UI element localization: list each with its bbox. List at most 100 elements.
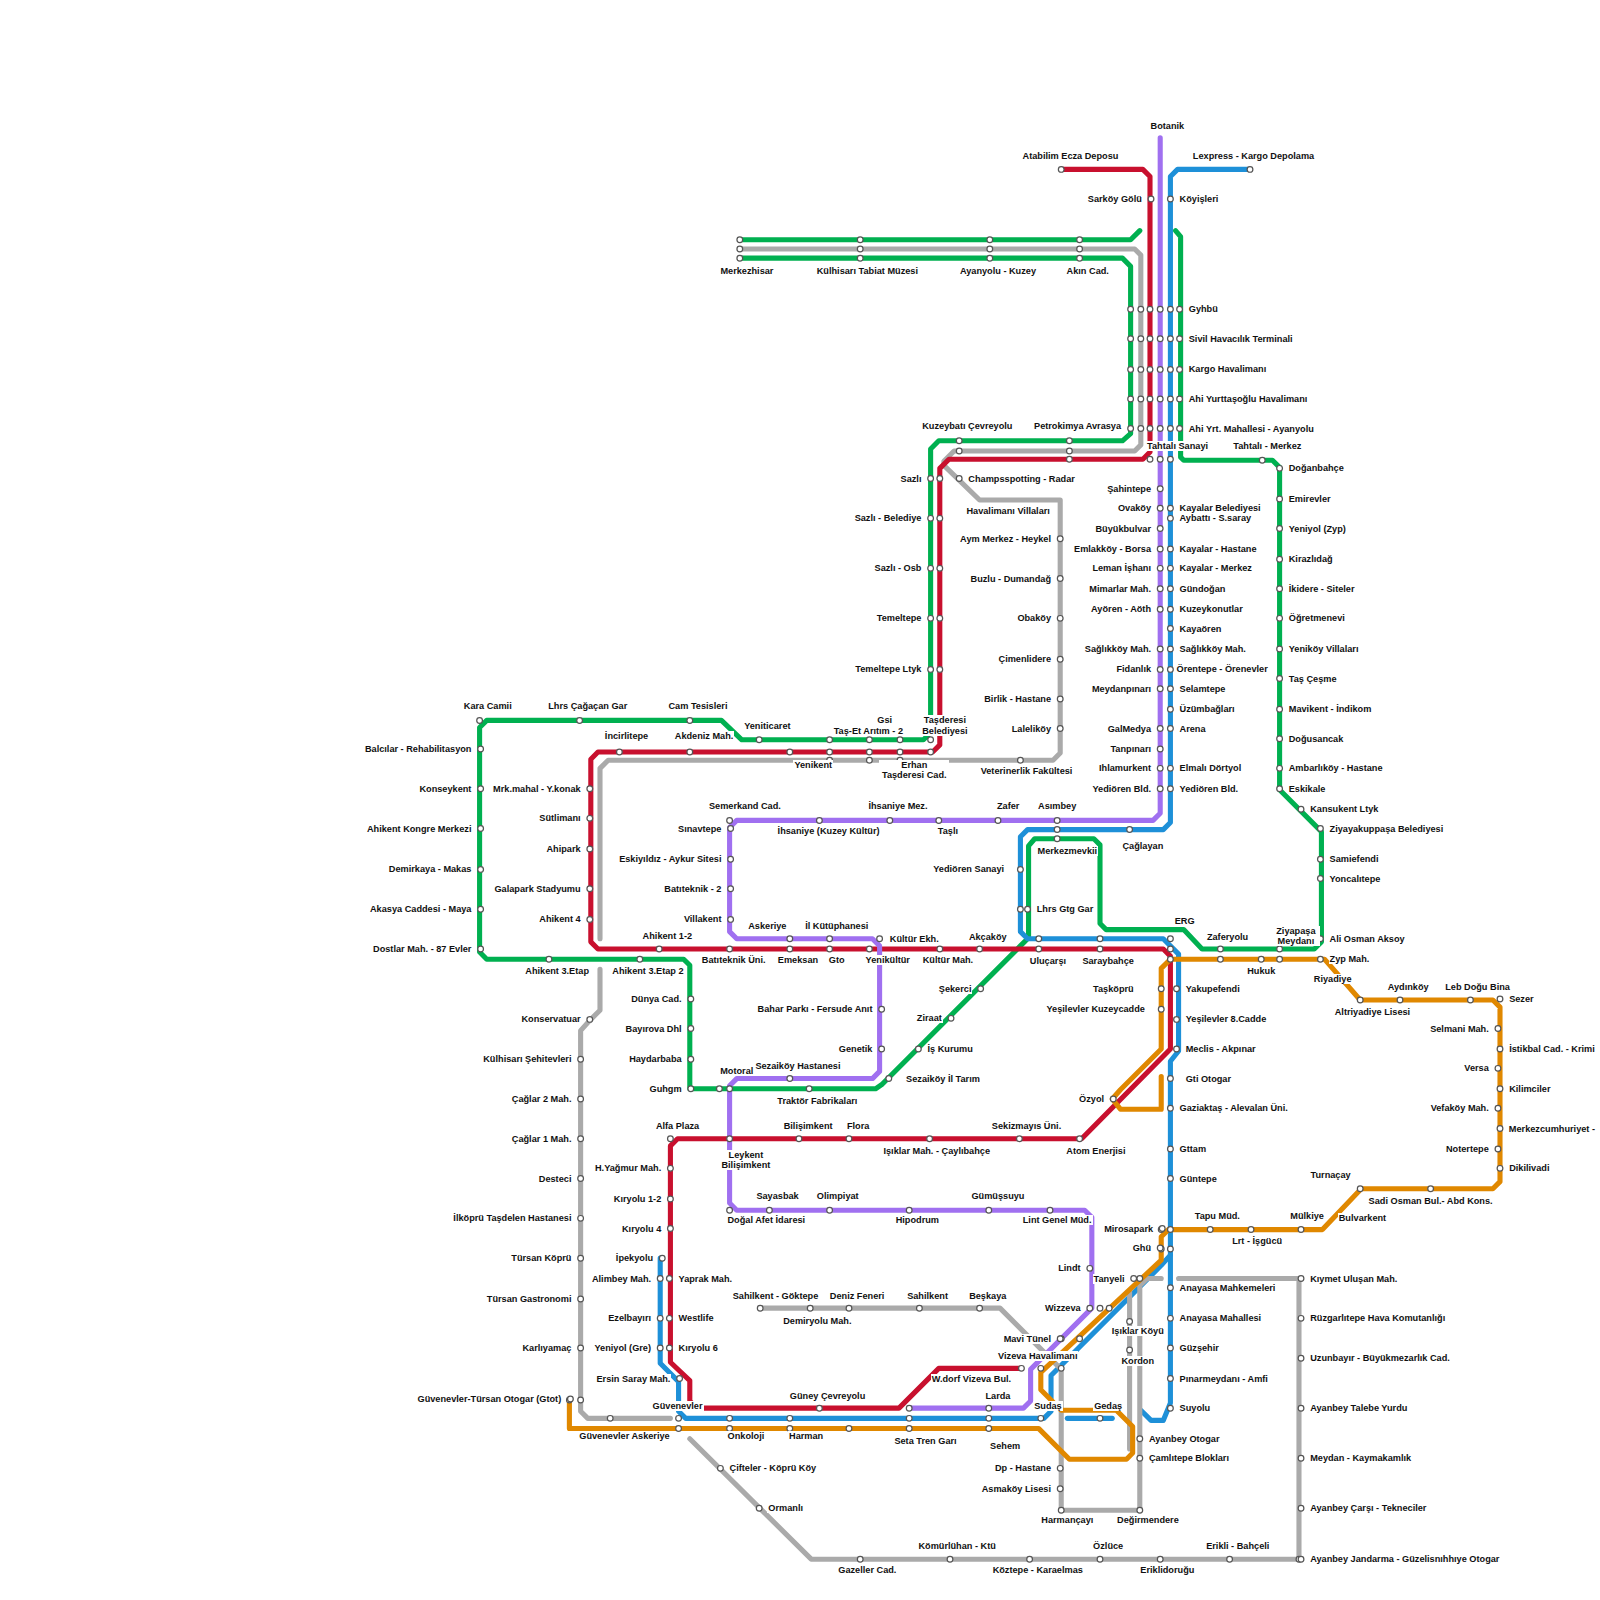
- station-dot: [1128, 426, 1134, 432]
- station-dot: [1497, 996, 1503, 1002]
- station-dot: [1177, 396, 1183, 402]
- station-dot: [587, 917, 593, 923]
- station-label: Olimpiyat: [816, 1191, 860, 1201]
- station-label: Kordon: [1120, 1356, 1155, 1366]
- station-label: Ihlamurkent: [1098, 763, 1152, 773]
- station-label: Yediören Bld.: [1179, 784, 1240, 794]
- station-dot: [1157, 667, 1163, 673]
- station-label: Onkoloji: [727, 1431, 766, 1441]
- station-label: W.dorf Vizeva Bul.: [931, 1374, 1012, 1384]
- station-dot: [886, 1076, 892, 1082]
- station-label: Yenikent: [793, 760, 833, 770]
- station-label: Bilişimkent: [783, 1121, 834, 1131]
- station-dot: [478, 746, 484, 752]
- station-label: Askeriye: [747, 921, 787, 931]
- station-label: Örentepe - Örenevler: [1176, 664, 1269, 674]
- station-label: Aydınköy: [1387, 982, 1430, 992]
- station-label: Dp - Hastane: [994, 1463, 1052, 1473]
- station-dot: [1207, 1227, 1213, 1233]
- station-dot: [1058, 1366, 1064, 1372]
- station-label: Lindt: [1057, 1263, 1081, 1273]
- station-label: Emirevler: [1288, 494, 1332, 504]
- station-label: Ziyapaşa Meydanı: [1272, 926, 1320, 946]
- station-dot: [1138, 306, 1144, 312]
- station-dot: [1495, 1026, 1501, 1032]
- station-dot: [1277, 766, 1283, 772]
- station-label: Sayasbak: [755, 1191, 799, 1201]
- station-dot: [1017, 1136, 1023, 1142]
- station-dot: [928, 749, 934, 755]
- station-dot: [1168, 566, 1174, 572]
- station-dot: [928, 476, 934, 482]
- station-dot: [617, 749, 623, 755]
- station-dot: [1057, 726, 1063, 732]
- station-dot: [1018, 757, 1024, 763]
- station-dot: [928, 737, 934, 743]
- station-dot: [1138, 367, 1144, 373]
- station-dot: [937, 476, 943, 482]
- station-label: Dikilivadi: [1508, 1163, 1550, 1173]
- station-dot: [906, 1416, 912, 1422]
- station-dot: [1168, 1105, 1174, 1111]
- station-dot: [1157, 486, 1163, 492]
- station-label: Kültür Mah.: [922, 955, 974, 965]
- station-dot: [1027, 1556, 1033, 1562]
- station-label: Ormanlı: [767, 1503, 804, 1513]
- station-dot: [676, 1416, 682, 1422]
- station-dot: [846, 1305, 852, 1311]
- route-line: [660, 1255, 1170, 1418]
- station-label: Kültür Ekh.: [889, 934, 940, 944]
- station-label: Gsi: [876, 715, 893, 725]
- station-dot: [1298, 1316, 1304, 1322]
- station-label: Anayasa Mahkemeleri: [1179, 1283, 1277, 1293]
- station-dot: [1097, 1556, 1103, 1562]
- station-dot: [827, 936, 833, 942]
- station-dot: [1277, 956, 1283, 962]
- station-dot: [1054, 818, 1060, 824]
- station-dot: [1298, 1276, 1304, 1282]
- station-label: Mavi Tünel: [1003, 1334, 1052, 1344]
- station-dot: [1218, 946, 1224, 952]
- station-label: Kıryolu 6: [678, 1343, 719, 1353]
- station-dot: [1097, 1416, 1103, 1422]
- station-dot: [846, 1136, 852, 1142]
- station-label: Ziraat: [916, 1013, 943, 1023]
- station-dot: [1067, 456, 1073, 462]
- station-label: Akdeniz Mah.: [674, 731, 735, 741]
- station-dot: [1277, 496, 1283, 502]
- station-label: Güvenevler Askeriye: [578, 1431, 670, 1441]
- station-label: Taş-Et Arıtım - 2: [833, 726, 904, 736]
- station-label: Doğusancak: [1288, 734, 1345, 744]
- station-label: Lrt - İşgücü: [1231, 1236, 1283, 1246]
- station-dot: [578, 1255, 584, 1261]
- station-dot: [546, 956, 552, 962]
- station-dot: [1168, 936, 1174, 942]
- station-label: Merkezcumhuriyet -: [1508, 1124, 1596, 1134]
- station-label: Flora: [846, 1121, 870, 1131]
- station-dot: [1168, 766, 1174, 772]
- station-dot: [727, 946, 733, 952]
- station-label: Sezaiköy Hastanesi: [754, 1061, 841, 1071]
- station-dot: [1357, 997, 1363, 1003]
- station-label: Alfa Plaza: [655, 1121, 700, 1131]
- station-dot: [1138, 336, 1144, 342]
- station-dot: [1067, 448, 1073, 454]
- station-dot: [578, 1136, 584, 1142]
- station-dot: [1277, 706, 1283, 712]
- station-dot: [987, 246, 993, 252]
- station-dot: [657, 1316, 663, 1322]
- station-label: Gyhbü: [1188, 304, 1219, 314]
- station-label: Havalimanı Villaları: [965, 506, 1050, 516]
- station-label: Haydarbaba: [628, 1054, 683, 1064]
- station-dot: [827, 749, 833, 755]
- station-label: Zaferyolu: [1206, 932, 1249, 942]
- station-label: Akçaköy: [968, 932, 1008, 942]
- station-label: Ahi Yrt. Mahallesi - Ayanyolu: [1188, 424, 1315, 434]
- station-dot: [986, 1207, 992, 1213]
- station-dot: [737, 246, 743, 252]
- station-dot: [1468, 997, 1474, 1003]
- station-dot: [668, 1136, 674, 1142]
- station-dot: [1128, 367, 1134, 373]
- station-dot: [928, 616, 934, 622]
- station-dot: [727, 1207, 733, 1213]
